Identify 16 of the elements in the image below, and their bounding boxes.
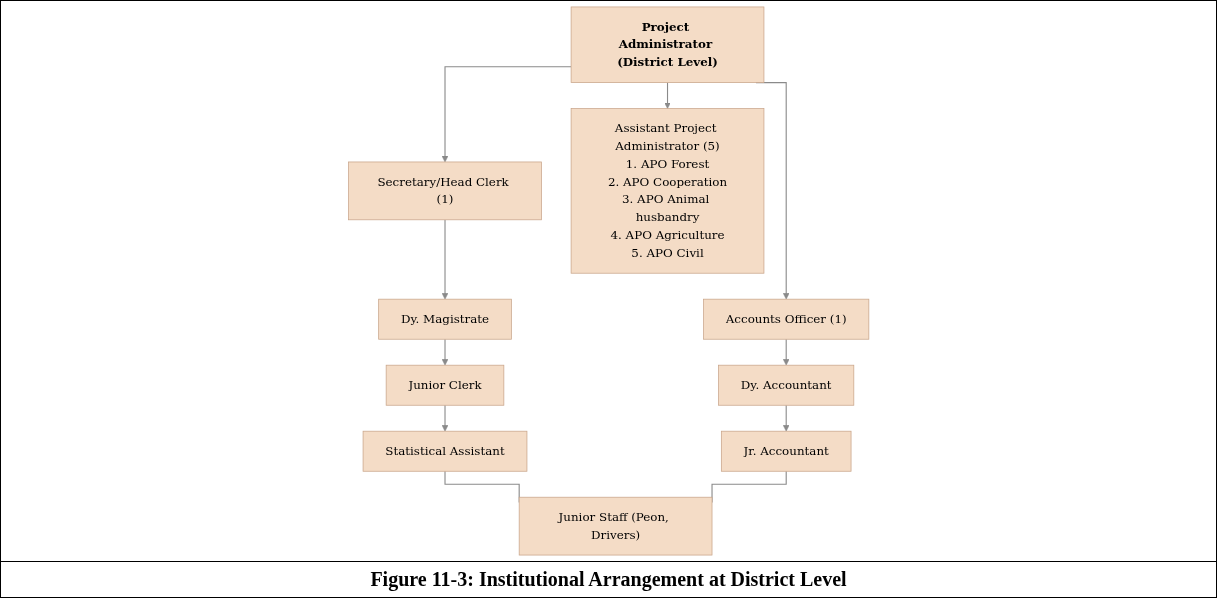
- arrow: [664, 82, 671, 109]
- figure-caption: Figure 11-3: Institutional Arrangement at District Level: [1, 561, 1216, 597]
- node-box: Statistical Assistant: [362, 430, 528, 472]
- arrow: [782, 404, 790, 432]
- arrow: [441, 338, 449, 366]
- node-box: Junior Staff (Peon, Drivers): [518, 496, 713, 556]
- node-box: Secretary/Head Clerk (1): [348, 161, 542, 221]
- arrow: [441, 219, 449, 300]
- arrow: [441, 66, 572, 163]
- node-box: Dy. Accountant: [718, 364, 854, 406]
- node-box: Accounts Officer (1): [702, 298, 869, 340]
- arrow: [782, 338, 790, 366]
- node-box: Project Administrator (District Level): [570, 6, 765, 83]
- node-box: Assistant Project Administrator (5) 1. APO Forest 2. APO Cooperation 3. APO Animal husbandry 4. APO Agriculture 5. APO Civil: [570, 108, 765, 274]
- arrow: [441, 404, 449, 432]
- node-box: Dy. Magistrate: [378, 298, 512, 340]
